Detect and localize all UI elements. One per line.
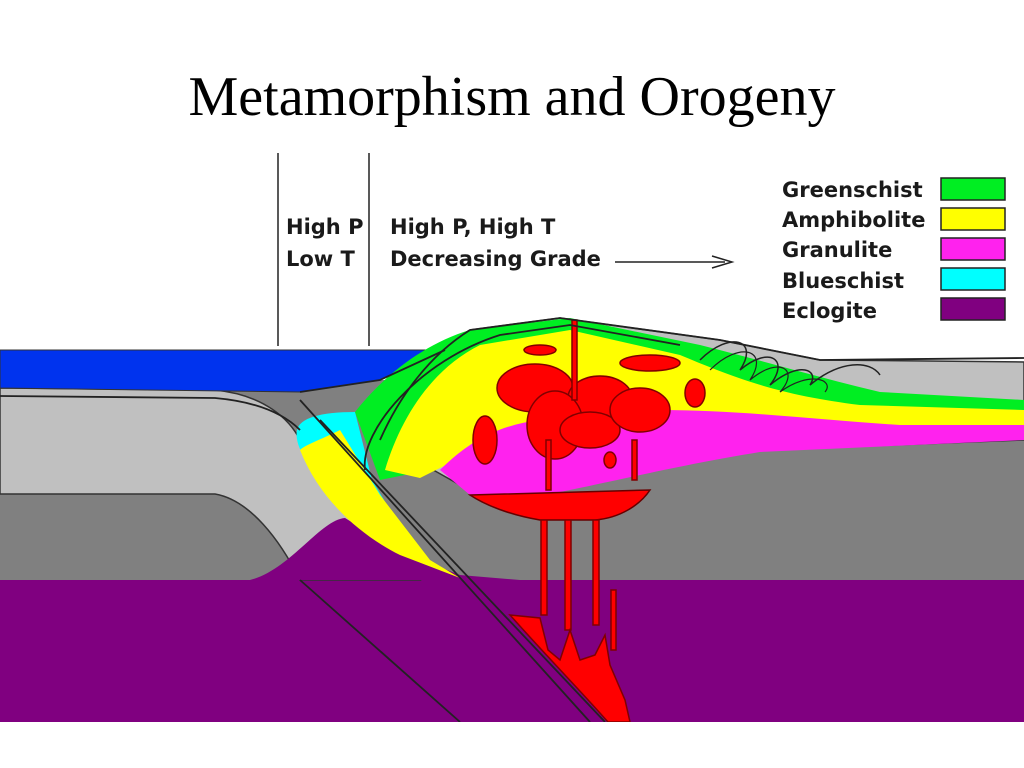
legend-swatch-blueschist [940,267,1006,291]
bottom-margin [0,722,1024,768]
legend-label-granulite: Granulite [782,238,892,262]
legend-label-blueschist: Blueschist [782,269,904,293]
zone-label-low-t: Low T [286,247,356,271]
mantle-layer [0,580,1024,722]
slide-title: Metamorphism and Orogeny [188,66,836,128]
mantle-wedge [0,518,520,580]
legend-label-greenschist: Greenschist [782,178,923,202]
legend-swatch-amphibolite [940,207,1006,231]
right-arrow-icon [615,255,735,269]
zone-label-decreasing-grade: Decreasing Grade [390,247,601,271]
plutons [472,344,706,469]
folded-strata [699,341,881,386]
legend-swatch-eclogite [940,297,1006,321]
folded-strata-2 [709,351,828,393]
legend-swatch-greenschist [940,177,1006,201]
subduction-fault-lines [0,317,1024,723]
zone-label-high-p: High P [286,215,363,239]
legend-swatch-granulite [940,237,1006,261]
amphibolite-trench-zone [300,430,460,578]
legend-label-amphibolite: Amphibolite [782,208,925,232]
legend-label-eclogite: Eclogite [782,299,877,323]
legend: Greenschist Amphibolite Granulite Bluesc… [782,177,1006,323]
slab-melt [508,614,631,723]
zone-label-high-p-high-t: High P, High T [390,215,556,239]
